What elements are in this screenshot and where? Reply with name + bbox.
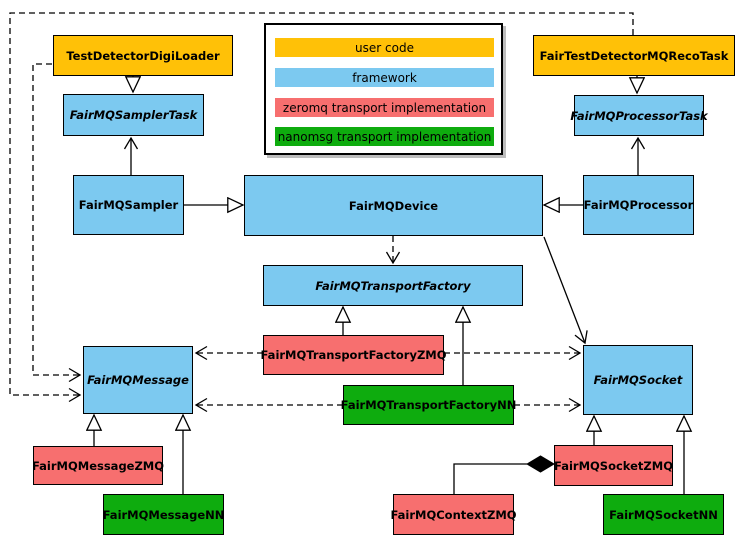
node-label: FairMQTransportFactoryNN [340,398,517,412]
node-label: FairMQSocketNN [609,507,718,522]
node-fairmqsampler: FairMQSampler [73,175,184,235]
node-fairmqtransportfactory: FairMQTransportFactory [263,265,523,306]
node-label: FairMQContextZMQ [390,507,517,522]
legend-item-zeromq: zeromq transport implementation [275,98,494,117]
legend-item-user-code: user code [275,38,494,57]
node-fairmqmessagenn: FairMQMessageNN [103,494,224,535]
node-label: FairMQProcessorTask [570,108,708,123]
node-label: FairMQMessage [87,373,189,387]
composition-diamond-icon [526,455,555,473]
node-label: FairMQTransportFactory [315,278,471,293]
node-fairmqsocket: FairMQSocket [583,345,693,415]
node-fairmqdevice: FairMQDevice [244,175,543,236]
node-fairmqmessage: FairMQMessage [83,346,193,414]
node-label: FairTestDetectorMQRecoTask [539,48,729,63]
node-fairtestdetectormqrecotask: FairTestDetectorMQRecoTask [533,35,735,76]
node-fairmqsocketnn: FairMQSocketNN [603,494,724,535]
node-fairmqprocessortask: FairMQProcessorTask [570,95,708,136]
node-label: FairMQSamplerTask [69,108,198,122]
node-label: FairMQDevice [348,198,439,213]
node-label: FairMQTransportFactoryZMQ [260,348,447,362]
edge-device-socket [543,236,588,345]
node-fairmqcontextzmq: FairMQContextZMQ [390,494,517,535]
node-fairmqprocessor: FairMQProcessor [583,175,694,235]
legend-label-user-code: user code [355,40,414,55]
node-label: FairMQProcessor [583,198,694,212]
edge-loader-message [32,63,82,383]
node-label: TestDetectorDigiLoader [66,48,220,63]
legend-item-framework: framework [275,68,494,87]
legend-label-zeromq: zeromq transport implementation [282,100,487,115]
legend: user code framework zeromq transport imp… [264,23,503,155]
node-fairmqtransportfactorynn: FairMQTransportFactoryNN [340,385,517,425]
node-fairmqsocketzmq: FairMQSocketZMQ [554,445,673,486]
node-label: FairMQMessageZMQ [31,458,165,473]
edge-contextzmq-socketzmq [453,463,527,494]
node-fairmqmessagezmq: FairMQMessageZMQ [31,446,165,485]
node-label: FairMQSampler [78,198,179,212]
legend-label-framework: framework [352,70,417,85]
node-testdetectordigiloader: TestDetectorDigiLoader [53,35,233,76]
legend-label-nanomsg: nanomsg transport implementation [277,129,492,144]
node-label: FairMQSocketZMQ [554,458,673,473]
node-label: FairMQSocket [593,373,683,387]
edge-recotask-message [9,12,634,403]
node-fairmqsamplertask: FairMQSamplerTask [63,94,204,136]
legend-item-nanomsg: nanomsg transport implementation [275,127,494,146]
node-label: FairMQMessageNN [102,507,225,522]
node-fairmqtransportfactoryzmq: FairMQTransportFactoryZMQ [260,335,447,375]
